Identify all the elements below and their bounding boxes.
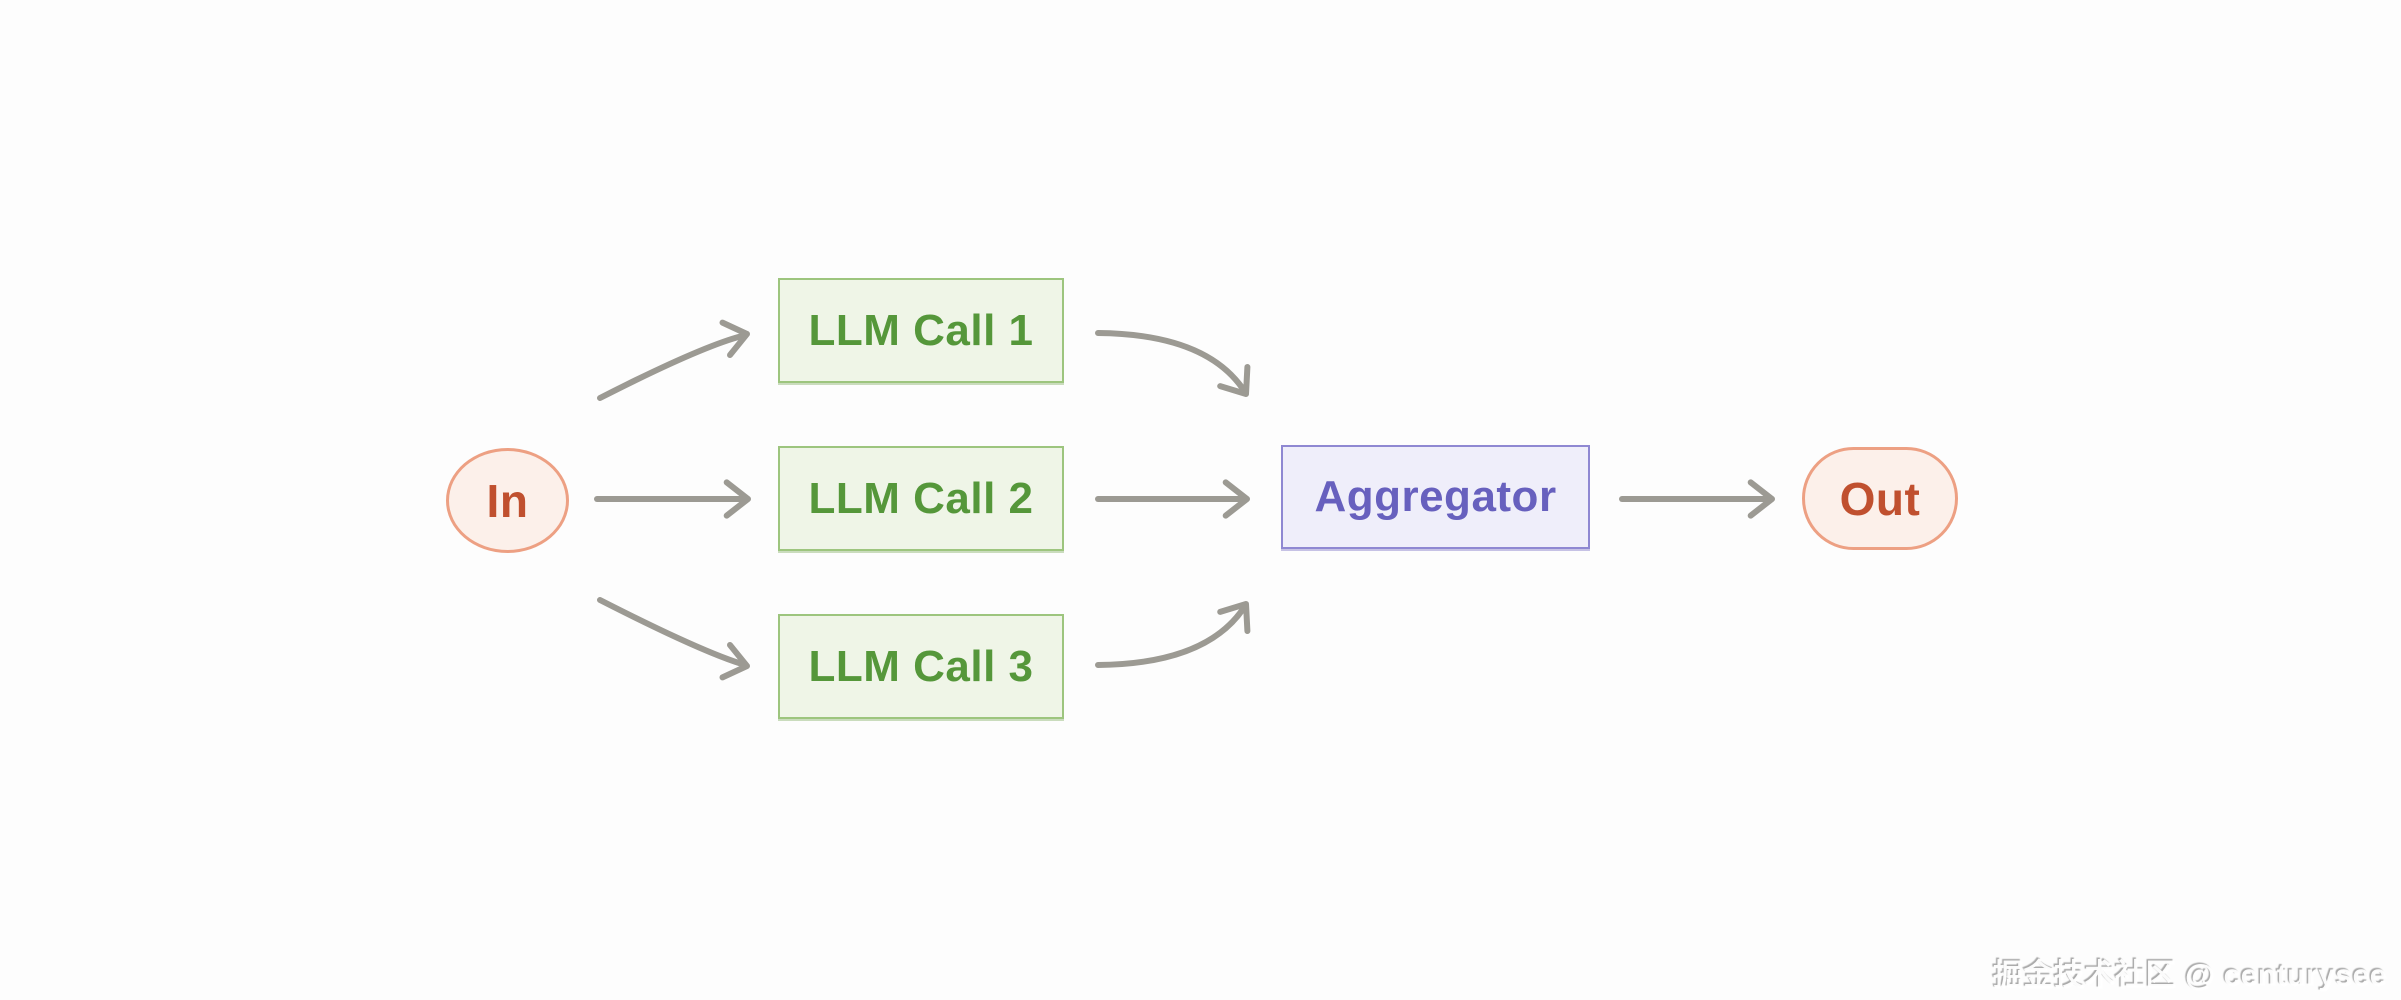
node-output-label: Out bbox=[1839, 472, 1921, 525]
node-llm-call-2-label: LLM Call 2 bbox=[808, 473, 1034, 523]
node-aggregator: Aggregator bbox=[1281, 445, 1590, 549]
watermark-text: 掘金技术社区 @ centurysee bbox=[1993, 959, 2387, 992]
node-llm-call-1-label: LLM Call 1 bbox=[808, 305, 1034, 355]
node-input: In bbox=[446, 448, 569, 553]
arrow-in-to-llm-call-3 bbox=[597, 597, 750, 681]
node-llm-call-1: LLM Call 1 bbox=[778, 278, 1064, 383]
node-aggregator-label: Aggregator bbox=[1314, 472, 1557, 521]
arrow-aggregator-to-out bbox=[1619, 479, 1775, 519]
arrow-llm-call-3-to-aggregator bbox=[1095, 601, 1251, 668]
node-llm-call-3-label: LLM Call 3 bbox=[808, 641, 1034, 691]
node-input-label: In bbox=[486, 474, 529, 527]
arrow-llm-call-2-to-aggregator bbox=[1095, 479, 1250, 519]
arrow-llm-call-1-to-aggregator bbox=[1095, 330, 1251, 397]
arrow-in-to-llm-call-2 bbox=[594, 479, 751, 519]
node-llm-call-2: LLM Call 2 bbox=[778, 446, 1064, 551]
node-output: Out bbox=[1802, 447, 1958, 550]
node-llm-call-3: LLM Call 3 bbox=[778, 614, 1064, 719]
arrow-in-to-llm-call-1 bbox=[597, 319, 750, 401]
